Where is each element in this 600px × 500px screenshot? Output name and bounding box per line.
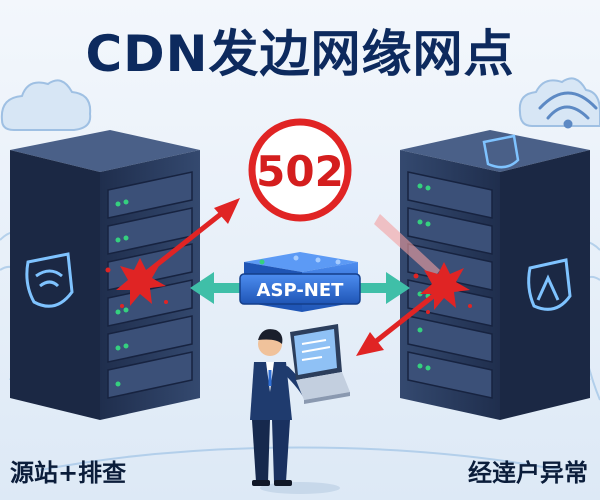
person-icon [250, 329, 340, 494]
status-leds [115, 199, 129, 387]
caption-edge: 经逹户异常 [468, 459, 588, 487]
wifi-icon [538, 91, 598, 129]
page-title: CDN发边网缘网点 [85, 25, 515, 83]
asp-net-device: ASP-NET [239, 252, 361, 312]
explosion-icon [413, 262, 472, 314]
explosion-icon [105, 258, 168, 308]
laptop-icon [290, 324, 350, 404]
caption-origin: 源站+排查 [10, 459, 127, 487]
cloud-icon [0, 79, 92, 131]
shield-icon [482, 134, 520, 169]
origin-server [10, 130, 200, 420]
shield-icon [25, 252, 74, 308]
cloud-icon [518, 77, 600, 127]
error-502-badge: 502 [248, 118, 352, 222]
status-leds [417, 183, 431, 371]
error-code: 502 [256, 147, 344, 196]
device-label: ASP-NET [257, 280, 345, 301]
shield-icon [527, 258, 572, 311]
